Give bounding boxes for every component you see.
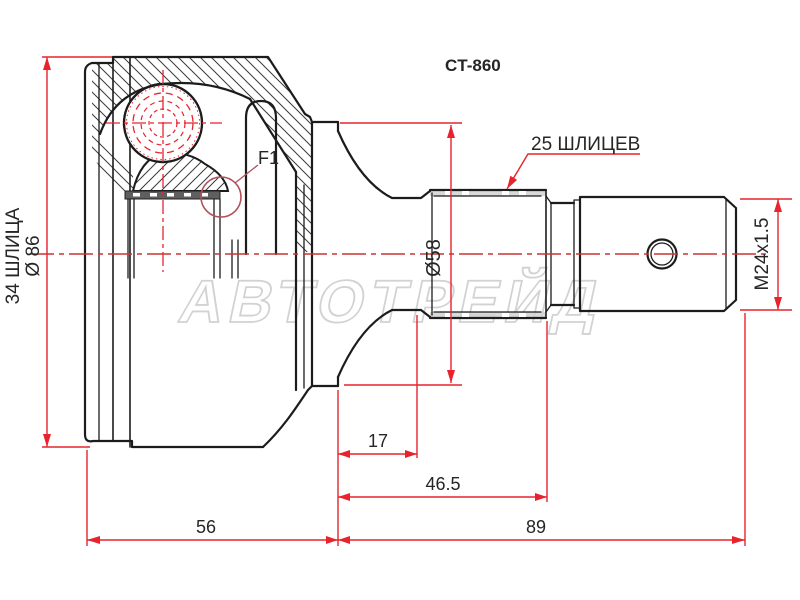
inner-diameter-label: Ø 86 bbox=[23, 235, 44, 276]
inner-spline-label: 34 ШЛИЦА bbox=[3, 207, 24, 304]
ball-centermarks bbox=[106, 70, 222, 272]
spline-band-top bbox=[430, 190, 546, 196]
watermark-text: АВТОТРЕЙД bbox=[174, 267, 611, 335]
bore-edges bbox=[127, 198, 239, 279]
dim-to-spline-end-label: 46.5 bbox=[425, 474, 460, 494]
feature-f1-mark: F1 bbox=[200, 148, 279, 218]
seal-ticks bbox=[133, 193, 208, 197]
spline-teeth-marks bbox=[445, 191, 526, 317]
cage-post bbox=[244, 99, 278, 256]
dim-housing-length-label: 56 bbox=[196, 517, 216, 537]
dim-neck-label: 17 bbox=[368, 431, 388, 451]
spline-band-bottom bbox=[430, 312, 546, 318]
feature-f1-label: F1 bbox=[258, 148, 279, 168]
dimension-lines bbox=[42, 56, 792, 546]
shaft-diameter-label: Ø58 bbox=[423, 239, 445, 277]
dim-shaft-length-label: 89 bbox=[526, 517, 546, 537]
thread-label: M24x1.5 bbox=[752, 218, 773, 291]
outer-spline-label: 25 ШЛИЦЕВ bbox=[531, 134, 640, 155]
housing-wall-hatch bbox=[92, 57, 312, 252]
part-code-label: CT-860 bbox=[445, 56, 501, 75]
